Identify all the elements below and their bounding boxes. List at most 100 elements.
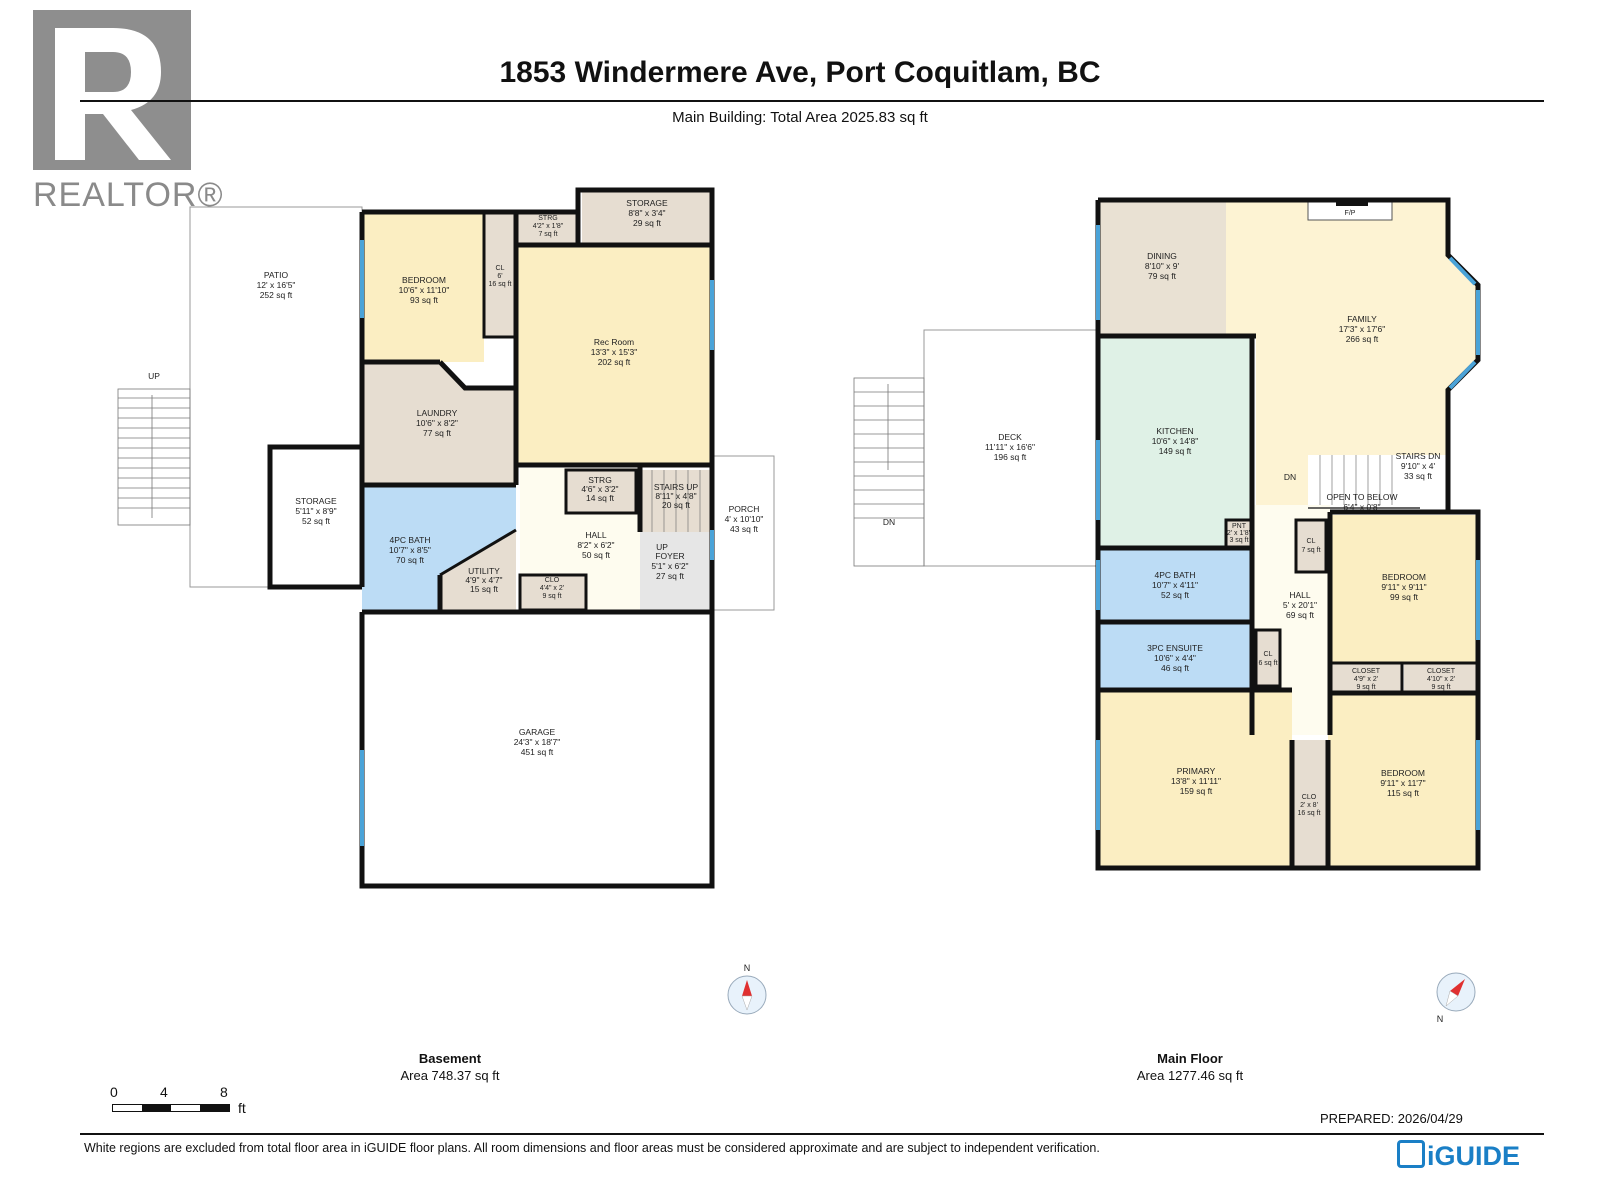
label-cl-a-name: CL bbox=[1307, 538, 1316, 545]
label-bedroom-name: BEDROOM bbox=[402, 275, 446, 285]
label-bath-dims: 10'7" x 8'5" bbox=[389, 545, 431, 555]
label-stairs-up-area: 20 sq ft bbox=[662, 500, 691, 510]
room-strg-mid bbox=[566, 470, 636, 513]
label-bedroom-a-area: 99 sq ft bbox=[1390, 592, 1419, 602]
label-strg-top-dims: 4'2" x 1'8" bbox=[533, 223, 564, 230]
label-bath-main-name: 4PC BATH bbox=[1155, 570, 1196, 580]
room-stairs-dn bbox=[1308, 455, 1448, 512]
label-foyer-name: FOYER bbox=[655, 551, 684, 561]
label-bath-main-area: 52 sq ft bbox=[1161, 590, 1190, 600]
room-garage bbox=[362, 612, 712, 886]
label-dining-name: DINING bbox=[1147, 251, 1177, 261]
label-bedroom-b-name: BEDROOM bbox=[1381, 768, 1425, 778]
label-hall-area: 50 sq ft bbox=[582, 550, 611, 560]
label-cl-b-name: CL bbox=[1264, 651, 1273, 658]
room-primary bbox=[1098, 690, 1292, 868]
label-clo-area: 9 sq ft bbox=[542, 593, 561, 600]
main-room-labels: DINING 8'10" x 9' 79 sq ft FAMILY 17'3" … bbox=[883, 210, 1456, 817]
room-closet-b bbox=[1404, 663, 1478, 693]
label-kitchen-name: KITCHEN bbox=[1156, 426, 1193, 436]
label-rec-name: Rec Room bbox=[594, 337, 634, 347]
scale-unit: ft bbox=[238, 1100, 246, 1116]
label-utility-dims: 4'9" x 4'7" bbox=[465, 575, 502, 585]
label-porch-name: PORCH bbox=[729, 504, 760, 514]
label-kitchen-area: 149 sq ft bbox=[1159, 446, 1192, 456]
compass-main-icon: N bbox=[1436, 972, 1476, 1024]
label-ensuite-dims: 10'6" x 4'4" bbox=[1154, 653, 1196, 663]
label-foyer-dims: 5'1" x 6'2" bbox=[651, 561, 688, 571]
label-open-below-name: OPEN TO BELOW bbox=[1326, 492, 1397, 502]
main-floor-plan bbox=[853, 197, 1481, 871]
label-strg-top-area: 7 sq ft bbox=[538, 231, 557, 238]
label-storage-top-area: 29 sq ft bbox=[633, 218, 662, 228]
label-garage-dims: 24'3" x 18'7" bbox=[514, 737, 561, 747]
label-up-stairs: UP bbox=[148, 371, 160, 381]
label-bath-main-dims: 10'7" x 4'11" bbox=[1152, 580, 1198, 590]
label-strg-top-name: STRG bbox=[538, 215, 557, 222]
label-foyer-up: UP bbox=[656, 542, 668, 552]
basement-stairs bbox=[117, 388, 191, 526]
label-family-name: FAMILY bbox=[1347, 314, 1377, 324]
label-bath-area: 70 sq ft bbox=[396, 555, 425, 565]
label-pnt-area: 3 sq ft bbox=[1229, 537, 1248, 544]
label-deck-name: DECK bbox=[998, 432, 1022, 442]
basement-room-labels: PATIO 12' x 16'5" 252 sq ft BEDROOM 10'6… bbox=[148, 198, 763, 757]
label-cl-dims: 6' bbox=[497, 273, 502, 280]
label-deck-dn: DN bbox=[883, 517, 895, 527]
label-bedroom-b-dims: 9'11" x 11'7" bbox=[1380, 778, 1425, 788]
iguide-icon bbox=[1397, 1140, 1425, 1168]
main-floor-caption: Main Floor Area 1277.46 sq ft bbox=[1080, 1050, 1300, 1084]
room-deck bbox=[923, 329, 1097, 567]
label-stairs-dn-name: STAIRS DN bbox=[1396, 451, 1441, 461]
label-ensuite-area: 46 sq ft bbox=[1161, 663, 1190, 673]
label-fireplace: F/P bbox=[1345, 210, 1356, 217]
label-bedroom-dims: 10'6" x 11'10" bbox=[399, 285, 450, 295]
label-strg-mid-area: 14 sq ft bbox=[586, 493, 615, 503]
label-stairs-dn-dims: 9'10" x 4' bbox=[1401, 461, 1436, 471]
room-storage-top bbox=[582, 190, 712, 245]
room-rec bbox=[516, 245, 712, 465]
disclaimer-text: White regions are excluded from total fl… bbox=[84, 1141, 1100, 1155]
label-porch-dims: 4' x 10'10" bbox=[725, 514, 764, 524]
label-ensuite-name: 3PC ENSUITE bbox=[1147, 643, 1203, 653]
label-hall-main-area: 69 sq ft bbox=[1286, 610, 1315, 620]
label-laundry-dims: 10'6" x 8'2" bbox=[416, 418, 458, 428]
compass-basement-n: N bbox=[744, 963, 751, 973]
label-pnt-name: PNT bbox=[1232, 523, 1247, 530]
label-hall-name: HALL bbox=[585, 530, 607, 540]
label-bedroom-area: 93 sq ft bbox=[410, 295, 439, 305]
label-cl-a-area: 7 sq ft bbox=[1301, 547, 1320, 554]
label-primary-dims: 13'8" x 11'11" bbox=[1171, 776, 1221, 786]
room-cl-b bbox=[1256, 630, 1280, 686]
label-bedroom-a-name: BEDROOM bbox=[1382, 572, 1426, 582]
main-floor-title: Main Floor bbox=[1157, 1051, 1223, 1066]
label-storage-left-dims: 5'11" x 8'9" bbox=[295, 506, 336, 516]
scale-bar-graphic bbox=[112, 1104, 230, 1112]
page-title: 1853 Windermere Ave, Port Coquitlam, BC bbox=[499, 56, 1101, 89]
label-laundry-name: LAUNDRY bbox=[417, 408, 458, 418]
room-pnt bbox=[1226, 520, 1252, 548]
label-closet-a-area: 9 sq ft bbox=[1356, 684, 1375, 691]
label-open-below-dims: 6'4" x 0'8" bbox=[1343, 502, 1380, 512]
scale-tick-8: 8 bbox=[220, 1084, 228, 1100]
label-bedroom-b-area: 115 sq ft bbox=[1387, 788, 1420, 798]
label-utility-name: UTILITY bbox=[468, 566, 500, 576]
label-hall-dn: DN bbox=[1284, 472, 1296, 482]
label-bedroom-a-dims: 9'11" x 9'11" bbox=[1381, 582, 1426, 592]
room-clo-main bbox=[1292, 740, 1326, 868]
room-bath-4pc bbox=[362, 485, 516, 610]
label-pnt-dims: 2' x 1'8" bbox=[1227, 530, 1252, 537]
room-ensuite bbox=[1098, 624, 1252, 688]
label-family-area: 266 sq ft bbox=[1346, 334, 1379, 344]
room-laundry bbox=[362, 362, 516, 485]
label-hall-dims: 8'2" x 6'2" bbox=[577, 540, 614, 550]
label-clo-main-dims: 2' x 8' bbox=[1300, 802, 1318, 809]
header-divider bbox=[80, 100, 1544, 102]
label-closet-b-name: CLOSET bbox=[1427, 668, 1456, 675]
room-bedroom bbox=[362, 212, 484, 362]
iguide-wordmark: iGUIDE bbox=[1427, 1141, 1521, 1171]
realtor-logo: REALTOR® bbox=[33, 10, 223, 214]
label-primary-area: 159 sq ft bbox=[1180, 786, 1213, 796]
label-closet-a-name: CLOSET bbox=[1352, 668, 1381, 675]
